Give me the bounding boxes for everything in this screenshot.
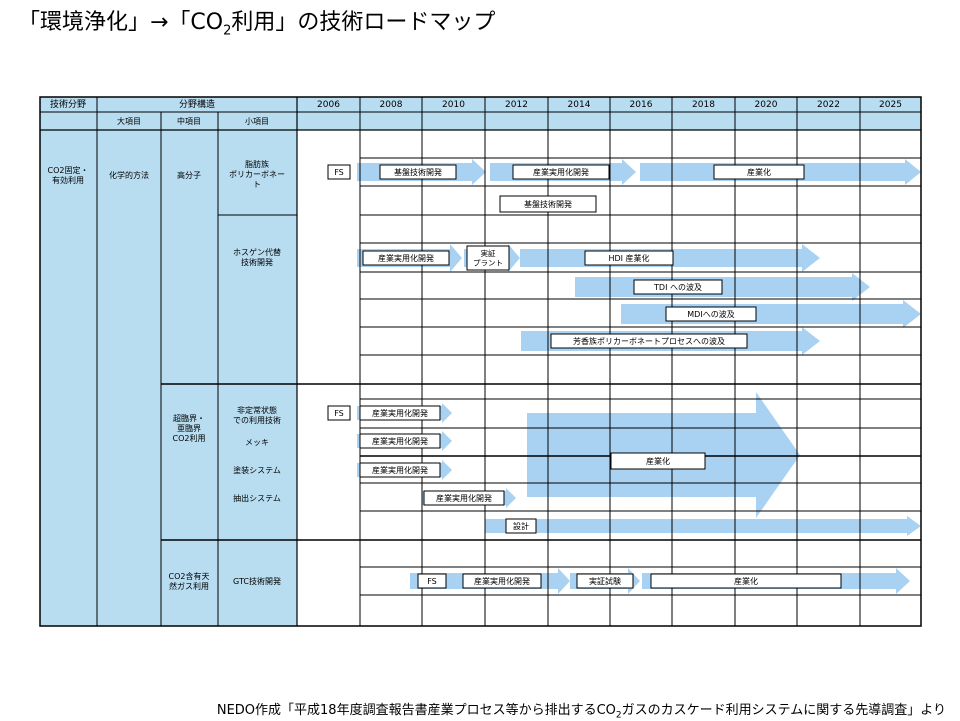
label-fs-2-box xyxy=(327,405,351,421)
header-2006-fill xyxy=(297,97,360,130)
label-mdi-box xyxy=(665,306,757,322)
label-fs-1-box xyxy=(327,164,351,180)
label-sangyoka-1: 産業化 xyxy=(747,167,771,177)
label-jitsuyo-7: 産業実用化開発 xyxy=(474,576,530,586)
year-header-2020: 2020 xyxy=(755,100,778,110)
field-column-fill xyxy=(40,97,297,626)
label-jitsuyo-5-box xyxy=(359,462,441,478)
year-header-2014: 2014 xyxy=(568,100,591,110)
timeline-body xyxy=(297,130,921,626)
label-jitsuyo-1-box xyxy=(512,164,610,180)
label-fs-3: FS xyxy=(427,577,437,586)
label-sangyoka-1-box xyxy=(713,164,805,180)
year-header-2022: 2022 xyxy=(817,100,840,110)
label-kiban-2-box xyxy=(499,195,597,213)
medium-item-polymer: 高分子 xyxy=(177,170,201,180)
label-jitsuyo-3: 産業実用化開発 xyxy=(372,408,428,418)
year-header-2012: 2012 xyxy=(505,100,528,110)
label-jitsuyo-2-box xyxy=(362,250,450,266)
field-name: CO2固定・有効利用 xyxy=(48,165,89,185)
label-jitsuyo-2: 産業実用化開発 xyxy=(378,253,434,263)
label-fs-2: FS xyxy=(334,409,344,418)
small-item-aliphatic: 脂肪族ポリカーボネート xyxy=(229,159,285,189)
label-mdi: MDIへの波及 xyxy=(687,309,734,319)
label-sangyoka-big: 産業化 xyxy=(646,456,670,466)
label-jissho-shiken-box xyxy=(576,573,634,589)
label-jissho-shiken: 実証試験 xyxy=(589,576,621,586)
label-sekkei-box xyxy=(505,518,537,534)
slide-title: 「環境浄化」→「CO2利用」の技術ロードマップ xyxy=(18,10,496,39)
label-kiban-1: 基盤技術開発 xyxy=(394,167,442,177)
label-jitsuyo-7-box xyxy=(462,573,542,589)
label-sangyoka-big-box xyxy=(610,452,706,470)
small-item-gtc: GTC技術開発 xyxy=(233,576,281,586)
label-sekkei: 設計 xyxy=(513,521,529,531)
sub-header-small: 小項目 xyxy=(245,117,269,126)
arrow-sekkei xyxy=(485,516,921,536)
label-jitsuyo-1: 産業実用化開発 xyxy=(533,167,589,177)
table-border xyxy=(39,96,922,627)
year-header-2025: 2025 xyxy=(879,100,902,110)
label-sangyoka-2: 産業化 xyxy=(734,576,758,586)
label-kiban-1-box xyxy=(379,164,457,180)
label-kiban-2: 基盤技術開発 xyxy=(524,199,572,209)
label-jitsuyo-4-box xyxy=(359,433,441,449)
label-jissho-plant-box xyxy=(466,245,510,271)
label-jissho-plant: 実証プラント xyxy=(473,248,503,267)
label-tdi-box xyxy=(633,279,723,295)
small-item-extraction: 抽出システム xyxy=(233,493,281,503)
year-header-2010: 2010 xyxy=(442,100,465,110)
label-jitsuyo-4: 産業実用化開発 xyxy=(372,436,428,446)
large-item: 化学的方法 xyxy=(109,170,149,180)
label-hdi-box xyxy=(584,250,674,266)
year-header-2006: 2006 xyxy=(317,100,340,110)
year-header-2016: 2016 xyxy=(630,100,653,110)
year-header-2008: 2008 xyxy=(380,100,403,110)
label-sangyoka-2-box xyxy=(650,573,842,589)
year-header-2018: 2018 xyxy=(692,100,715,110)
label-aromatic-box xyxy=(550,333,748,349)
header-text-layer: 技術分野 分野構造 2006 2008 2010 2012 2014 2016 2018 2020… xyxy=(48,98,902,591)
sub-header-medium: 中項目 xyxy=(177,116,201,126)
source-note: NEDO作成「平成18年度調査報告書産業プロセス等から排出するCO2ガスのカスケ… xyxy=(216,703,946,721)
label-tdi: TDI への波及 xyxy=(653,282,702,292)
sub-header-large: 大項目 xyxy=(117,116,141,126)
label-fs-3-box xyxy=(417,573,447,589)
medium-item-natural-gas: CO2含有天然ガス利用 xyxy=(169,571,210,591)
label-hdi: HDI 産業化 xyxy=(608,253,649,263)
label-jitsuyo-6-box xyxy=(423,490,505,506)
label-jitsuyo-6: 産業実用化開発 xyxy=(436,493,492,503)
small-item-phosgene: ホスゲン代替技術開発 xyxy=(233,247,281,267)
header-field: 技術分野 xyxy=(50,98,86,110)
small-item-plating: メッキ xyxy=(245,438,269,447)
label-fs-1: FS xyxy=(334,168,344,177)
small-item-coating: 塗装システム xyxy=(233,465,281,475)
header-structure: 分野構造 xyxy=(179,98,215,110)
small-item-unsteady: 非定常状態での利用技術 xyxy=(233,405,281,425)
label-jitsuyo-3-box xyxy=(359,405,441,421)
label-jitsuyo-5: 産業実用化開発 xyxy=(372,465,428,475)
grid-lines xyxy=(39,96,922,627)
label-aromatic: 芳香族ポリカーボネートプロセスへの波及 xyxy=(573,336,725,346)
